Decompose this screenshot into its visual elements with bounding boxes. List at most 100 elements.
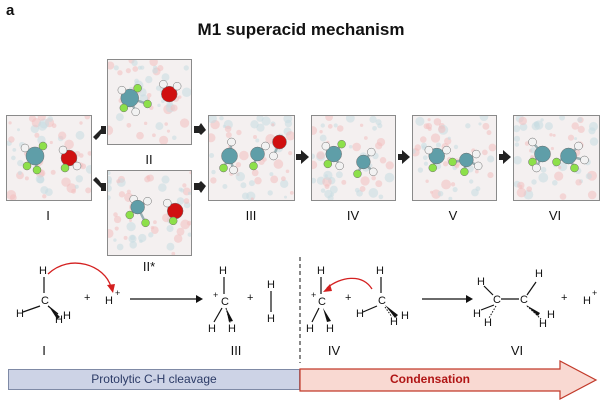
solvent-speck	[587, 190, 597, 200]
atom-C	[221, 147, 238, 165]
snapshot-II-star	[107, 170, 192, 256]
atom-H-mid-I: H	[55, 314, 63, 326]
solvent-speck	[375, 180, 383, 188]
atom-H-lm-VI: H	[484, 317, 492, 329]
solvent-speck	[24, 176, 29, 181]
atom-F	[448, 157, 457, 167]
atom-C	[356, 154, 371, 170]
solvent-speck	[37, 116, 46, 121]
bond	[213, 307, 223, 323]
atom-H	[335, 161, 344, 171]
solvent-speck	[289, 191, 294, 195]
atom-F	[570, 163, 579, 173]
solvent-speck	[173, 234, 183, 243]
solvent-speck	[128, 234, 137, 243]
arrow-III-to-IV	[296, 150, 309, 164]
solvent-speck	[320, 123, 325, 128]
solvent-speck	[224, 125, 232, 133]
bond	[311, 307, 320, 323]
atom-H	[58, 145, 68, 155]
solvent-speck	[42, 194, 47, 199]
solvent-speck	[540, 118, 544, 122]
atom-H	[261, 141, 270, 151]
proton-charge-I: +	[115, 288, 120, 298]
solvent-speck	[131, 60, 138, 67]
bond	[480, 304, 495, 311]
atom-C-IV-b: C	[378, 295, 386, 307]
atom-F	[38, 141, 48, 151]
bond	[22, 305, 41, 313]
solvent-speck	[519, 123, 528, 131]
solvent-speck	[552, 180, 558, 186]
solvent-speck	[17, 170, 22, 175]
solvent-speck	[209, 153, 215, 158]
snapshot-VI	[513, 115, 600, 201]
wedge-bond	[385, 305, 398, 318]
solvent-speck	[161, 175, 170, 184]
solvent-speck	[61, 177, 71, 187]
solvent-speck	[437, 125, 446, 134]
atom-F	[143, 99, 152, 109]
panel-letter: a	[6, 2, 15, 19]
h2-top-H: H	[267, 279, 275, 291]
stage-bar-protolytic: Protolytic C-H cleavage	[8, 369, 300, 390]
solvent-speck	[474, 169, 479, 174]
curved-arrow-1	[47, 262, 112, 288]
solvent-speck	[74, 184, 79, 189]
atom-H	[472, 149, 481, 159]
solvent-speck	[516, 187, 527, 198]
solvent-speck	[567, 134, 575, 141]
atom-F	[528, 157, 537, 167]
atom-H	[163, 198, 172, 208]
solvent-speck	[8, 121, 12, 125]
solvent-speck	[558, 165, 562, 170]
solvent-speck	[108, 175, 113, 184]
solvent-speck	[115, 113, 124, 122]
atom-H-ll-VI: H	[473, 308, 481, 320]
solvent-speck	[433, 118, 442, 126]
solvent-speck	[327, 124, 333, 129]
arrowhead	[196, 295, 203, 303]
solvent-speck	[49, 140, 53, 145]
stage-bar-condensation-label: Condensation	[390, 372, 470, 386]
solvent-speck	[577, 117, 583, 123]
solvent-speck	[158, 183, 167, 192]
solvent-speck	[17, 159, 24, 167]
solvent-speck	[183, 198, 190, 204]
solvent-speck	[179, 118, 190, 128]
solvent-speck	[559, 193, 567, 200]
atom-H	[131, 107, 140, 117]
solvent-speck	[50, 169, 56, 175]
atom-F	[119, 103, 129, 113]
solvent-speck	[530, 147, 536, 154]
snapshot-label-V: V	[448, 208, 458, 223]
solvent-speck	[454, 164, 460, 169]
solvent-speck	[113, 212, 118, 217]
atom-C-III: C	[221, 296, 229, 308]
atom-H-right-IV-a: H	[326, 323, 334, 335]
solvent-speck	[359, 123, 364, 127]
solvent-speck	[271, 123, 275, 127]
solvent-speck	[465, 123, 471, 129]
solvent-speck	[164, 122, 168, 126]
solvent-speck	[211, 169, 216, 175]
solvent-speck	[132, 66, 139, 72]
solvent-speck	[312, 160, 318, 170]
solvent-speck	[469, 179, 474, 184]
solvent-speck	[488, 143, 496, 152]
solvent-speck	[79, 121, 83, 125]
solvent-speck	[420, 136, 427, 143]
atom-H	[269, 151, 278, 161]
solvent-speck	[481, 149, 488, 156]
solvent-speck	[145, 75, 153, 84]
snapshot-II	[107, 59, 192, 145]
snapshot-render	[312, 116, 395, 200]
solvent-speck	[250, 197, 254, 200]
solvent-speck	[149, 60, 158, 67]
snapshot-label-IV: IV	[346, 208, 360, 223]
solvent-speck	[437, 190, 444, 197]
atom-H	[580, 155, 589, 165]
solvent-speck	[84, 116, 91, 120]
solvent-speck	[482, 122, 490, 130]
solvent-speck	[253, 135, 257, 139]
